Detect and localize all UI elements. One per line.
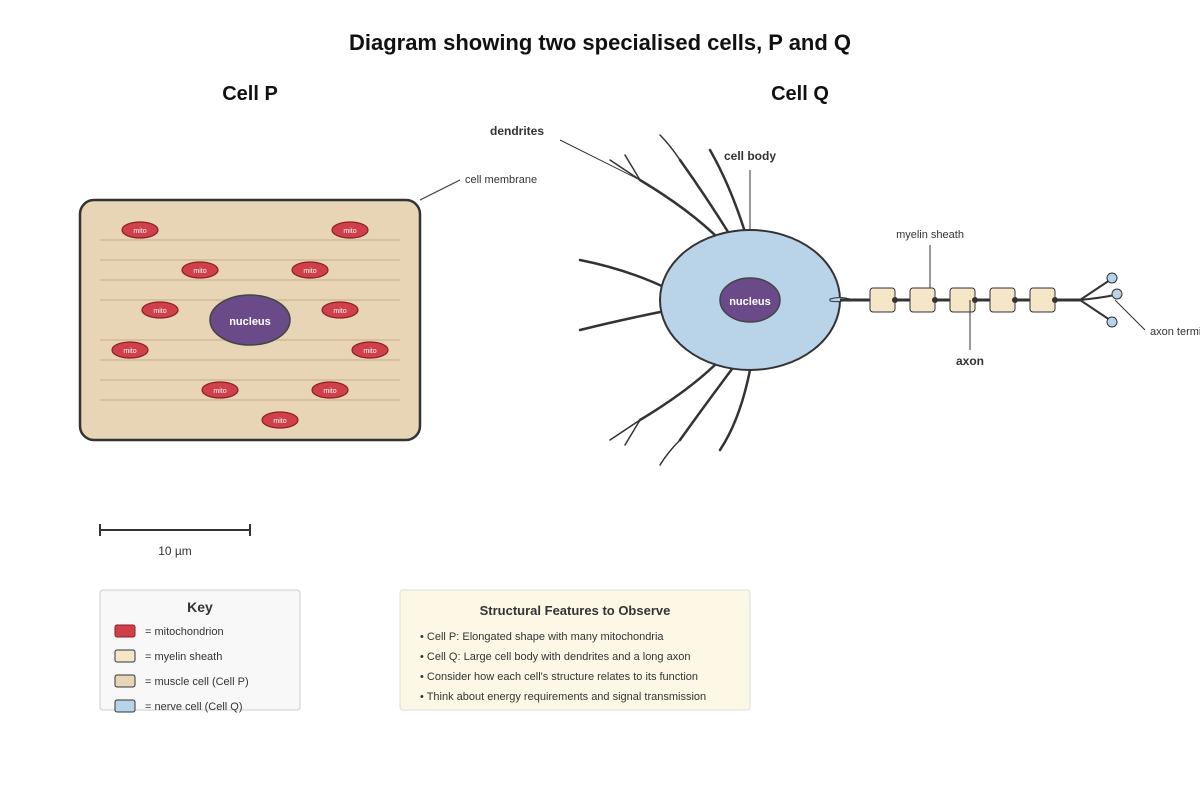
- mitochondrion: mito: [291, 261, 329, 279]
- key-label-muscle: = muscle cell (Cell P): [145, 676, 249, 688]
- mito-label: mito: [123, 348, 136, 355]
- axon-terminals-pointer: [1114, 299, 1146, 331]
- key-box: Key = mitochondrion = myelin sheath = mu…: [99, 589, 301, 713]
- dendrites: [578, 134, 752, 466]
- cell-membrane-pointer: [419, 179, 461, 201]
- key-label-nerve: = nerve cell (Cell Q): [145, 701, 243, 713]
- axon-terminals: [1106, 272, 1123, 328]
- myelin-segment: [1029, 287, 1056, 313]
- key-swatch-muscle: [114, 674, 136, 688]
- mitochondrion: mito: [181, 261, 219, 279]
- myelin-sheath-label: myelin sheath: [896, 229, 964, 241]
- mitochondrion: mito: [321, 301, 359, 319]
- key-swatch-mitochondrion: [114, 624, 136, 638]
- mitochondrion: mito: [111, 341, 149, 359]
- mitochondrion: mito: [261, 411, 299, 429]
- features-title: Structural Features to Observe: [480, 603, 671, 618]
- muscle-striations: [100, 239, 400, 401]
- mito-label: mito: [323, 388, 336, 395]
- mitochondrion: mito: [311, 381, 349, 399]
- mito-label: mito: [153, 308, 166, 315]
- feature-item: • Cell Q: Large cell body with dendrites…: [420, 651, 690, 663]
- mito-label: mito: [273, 418, 286, 425]
- dendrites-label: dendrites: [490, 124, 544, 138]
- cell-q-nucleus-label: nucleus: [729, 296, 771, 308]
- feature-item: • Consider how each cell's structure rel…: [420, 671, 698, 683]
- cell-q-title: Cell Q: [771, 83, 829, 105]
- mito-label: mito: [213, 388, 226, 395]
- cell-p-title: Cell P: [222, 83, 278, 105]
- key-title: Key: [187, 599, 213, 615]
- mito-label: mito: [303, 268, 316, 275]
- axon-terminal-branches: [1079, 279, 1116, 321]
- mitochondria: mito mito mito mito mito mito mito mito …: [111, 221, 389, 429]
- mito-label: mito: [193, 268, 206, 275]
- cell-body-label: cell body: [724, 149, 776, 163]
- scale-bar-label: 10 µm: [158, 544, 192, 558]
- mitochondrion: mito: [201, 381, 239, 399]
- mitochondrion: mito: [331, 221, 369, 239]
- cell-p: nucleus mito mito mito mito mito mito mi…: [78, 174, 537, 442]
- mitochondrion: mito: [121, 221, 159, 239]
- scale-bar: 10 µm: [99, 524, 251, 558]
- myelin-segment: [989, 287, 1016, 313]
- page-title: Diagram showing two specialised cells, P…: [349, 30, 851, 55]
- key-label-mitochondrion: = mitochondrion: [145, 626, 224, 638]
- axon-label: axon: [956, 354, 984, 368]
- myelin-segment: [909, 287, 936, 313]
- key-label-myelin: = myelin sheath: [145, 651, 222, 663]
- mitochondrion: mito: [141, 301, 179, 319]
- myelin-sheaths: [869, 287, 1056, 313]
- mitochondrion: mito: [351, 341, 389, 359]
- cell-p-nucleus: [209, 294, 291, 346]
- mito-label: mito: [133, 228, 146, 235]
- nodes-of-ranvier: [892, 297, 1058, 303]
- cell-membrane-label: cell membrane: [465, 174, 537, 186]
- myelin-segment: [869, 287, 896, 313]
- cell-q-nucleus: [719, 277, 781, 323]
- key-swatch-myelin: [114, 649, 136, 663]
- cell-q: nucleus: [490, 124, 1200, 466]
- axon-terminals-label: axon terminals: [1150, 326, 1200, 338]
- mito-label: mito: [343, 228, 356, 235]
- cell-p-nucleus-label: nucleus: [229, 316, 271, 328]
- features-box: Structural Features to Observe • Cell P:…: [399, 589, 751, 711]
- mito-label: mito: [363, 348, 376, 355]
- feature-item: • Cell P: Elongated shape with many mito…: [420, 631, 664, 643]
- mito-label: mito: [333, 308, 346, 315]
- key-swatch-nerve: [114, 699, 136, 713]
- dendrites-pointer: [559, 139, 641, 181]
- feature-item: • Think about energy requirements and si…: [420, 691, 706, 703]
- myelin-segment: [949, 287, 976, 313]
